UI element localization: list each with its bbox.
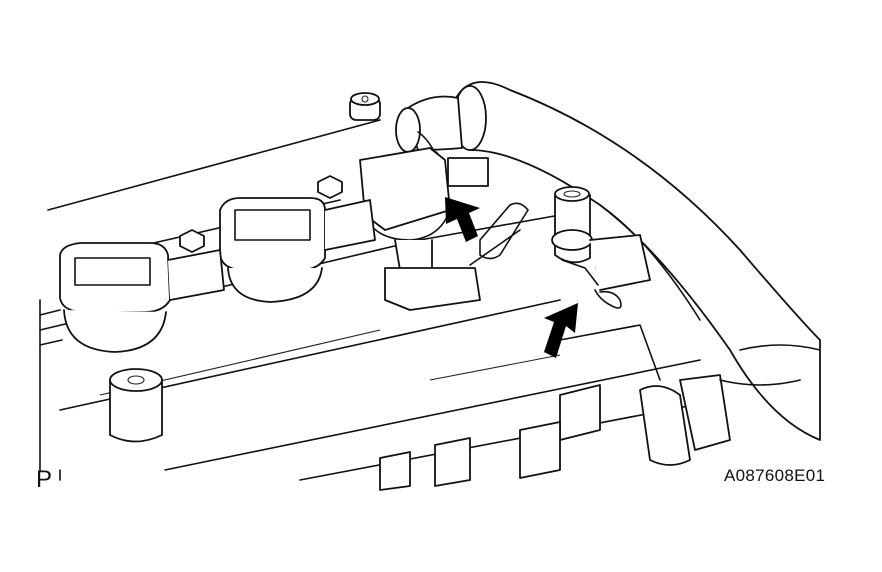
valve-body xyxy=(359,147,489,311)
arrow-icon xyxy=(445,197,480,242)
ignition-coils xyxy=(39,197,376,353)
arrow-upper xyxy=(445,197,480,242)
page-letter: P xyxy=(36,466,53,493)
oil-filler-tube xyxy=(109,368,163,443)
pipe-right xyxy=(551,186,651,309)
arrow-icon xyxy=(544,303,578,358)
bolts xyxy=(179,175,343,253)
stud-bolt xyxy=(349,92,381,121)
arrow-lower xyxy=(544,303,578,358)
lower-hardware xyxy=(379,324,821,491)
bracket-clip xyxy=(469,202,529,266)
figure-code: A087608E01 xyxy=(724,466,826,485)
